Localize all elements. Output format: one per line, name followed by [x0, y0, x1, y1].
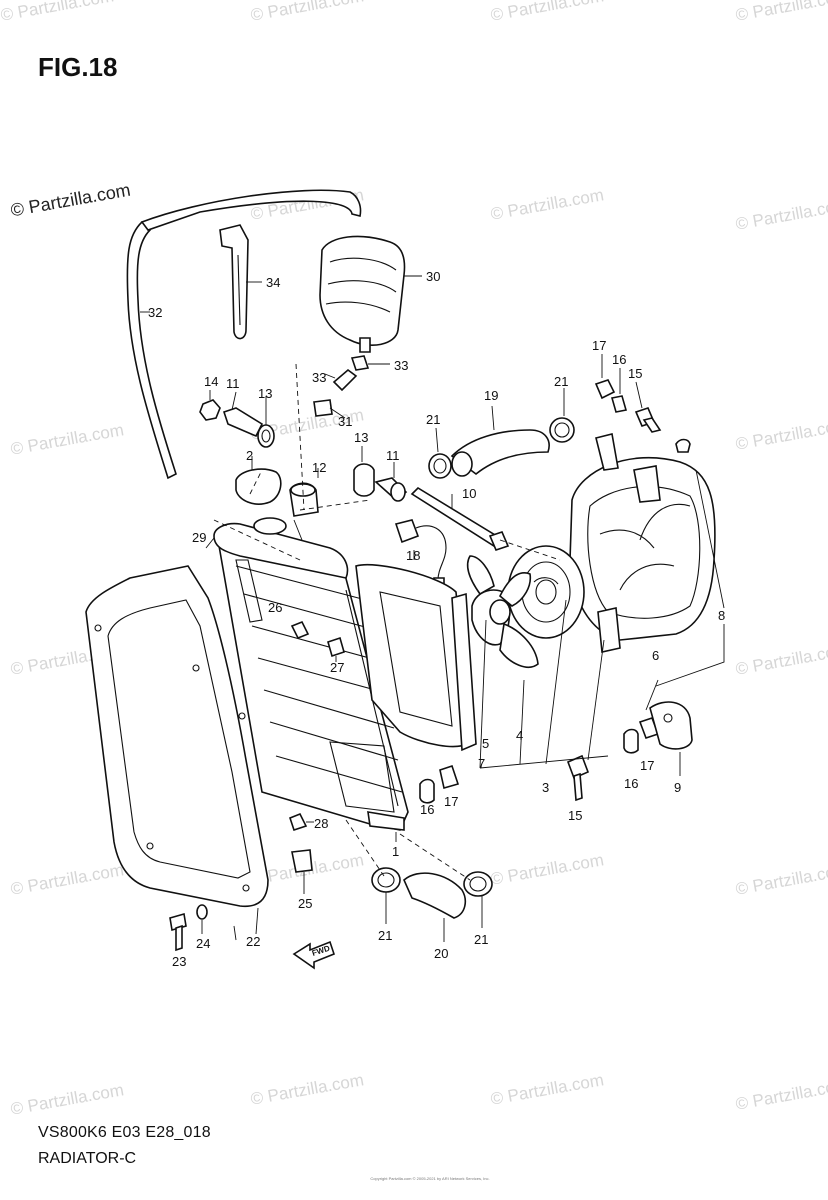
- callout-label: 10: [462, 486, 476, 501]
- callout-label: 27: [330, 660, 344, 675]
- callout-label: 19: [484, 388, 498, 403]
- callout-label: 5: [482, 736, 489, 751]
- callout-label: 34: [266, 275, 280, 290]
- leader-lines: [205, 469, 725, 941]
- callout-label: 18: [406, 548, 420, 563]
- callout-label: 26: [268, 600, 282, 615]
- model-code: VS800K6 E03 E28_018: [38, 1124, 211, 1141]
- callout-label: 16: [612, 352, 626, 367]
- callout-label: 11: [226, 376, 240, 391]
- callout-labels: 1 2 3 4 5 6 7 8 9 10 11 11 12 13 13 14 1…: [148, 269, 725, 969]
- cover-screw: [169, 904, 208, 952]
- callout-label: 15: [568, 808, 582, 823]
- hose-clamp-strip: [219, 224, 262, 340]
- radiator-core: [213, 517, 409, 831]
- callout-label: 2: [246, 448, 253, 463]
- callout-label: 21: [554, 374, 568, 389]
- callout-label: 32: [148, 305, 162, 320]
- callout-label: 9: [674, 780, 681, 795]
- hose-fitting: [324, 355, 390, 392]
- callout-label: 16: [624, 776, 638, 791]
- cover-hardware: [289, 620, 345, 894]
- radiator-back-frame: [355, 563, 477, 752]
- right-mount-hardware: [353, 446, 408, 502]
- callout-label: 12: [312, 460, 326, 475]
- figure-title: FIG.18: [38, 52, 118, 82]
- callout-label: 6: [652, 648, 659, 663]
- callout-label: 1: [392, 844, 399, 859]
- callout-label: 23: [172, 954, 186, 969]
- callout-label: 3: [542, 780, 549, 795]
- callout-label: 21: [426, 412, 440, 427]
- callout-label: 29: [192, 530, 206, 545]
- reservoir-tank: [319, 235, 422, 353]
- fan-bracket-hardware: [594, 354, 691, 453]
- callout-label: 15: [628, 366, 642, 381]
- radiator-cap: [235, 456, 282, 505]
- long-bolt: [410, 486, 510, 551]
- fwd-arrow-icon: FWD: [292, 940, 335, 970]
- upper-hose: [450, 405, 550, 477]
- callout-label: 16: [420, 802, 434, 817]
- lower-mount-hardware: [419, 701, 693, 804]
- reservoir-hose: [126, 189, 362, 480]
- callout-label: 25: [298, 896, 312, 911]
- callout-label: 24: [196, 936, 210, 951]
- callout-label: 17: [640, 758, 654, 773]
- callout-label: 20: [434, 946, 448, 961]
- callout-label: 33: [394, 358, 408, 373]
- callout-label: 8: [718, 608, 725, 623]
- hose-clip: [313, 399, 346, 419]
- lower-hose: [371, 867, 493, 942]
- callout-label: 14: [204, 374, 218, 389]
- callout-label: 21: [378, 928, 392, 943]
- fan-shroud: [569, 433, 716, 653]
- callout-label: 13: [258, 386, 272, 401]
- callout-label: 21: [474, 932, 488, 947]
- callout-label: 17: [444, 794, 458, 809]
- callout-label: 28: [314, 816, 328, 831]
- diagram-name: RADIATOR-C: [38, 1150, 137, 1167]
- callout-label: 13: [354, 430, 368, 445]
- assembly-guide-lines: [213, 363, 561, 881]
- filler-neck: [289, 468, 319, 517]
- callout-label: 11: [386, 448, 400, 463]
- callout-label: 7: [478, 756, 485, 771]
- left-mount-hardware: [199, 390, 275, 448]
- callout-label: 17: [592, 338, 606, 353]
- fan-blade: [466, 555, 539, 668]
- callout-label: 31: [338, 414, 352, 429]
- radiator-cover: [85, 565, 269, 908]
- callout-label: 22: [246, 934, 260, 949]
- callout-label: 30: [426, 269, 440, 284]
- callout-label: 33: [312, 370, 326, 385]
- callout-label: 4: [516, 728, 523, 743]
- hose-clamp: [428, 388, 575, 479]
- copyright-notice: Copyright Partzilla.com © 2005-2021 by A…: [370, 1176, 490, 1181]
